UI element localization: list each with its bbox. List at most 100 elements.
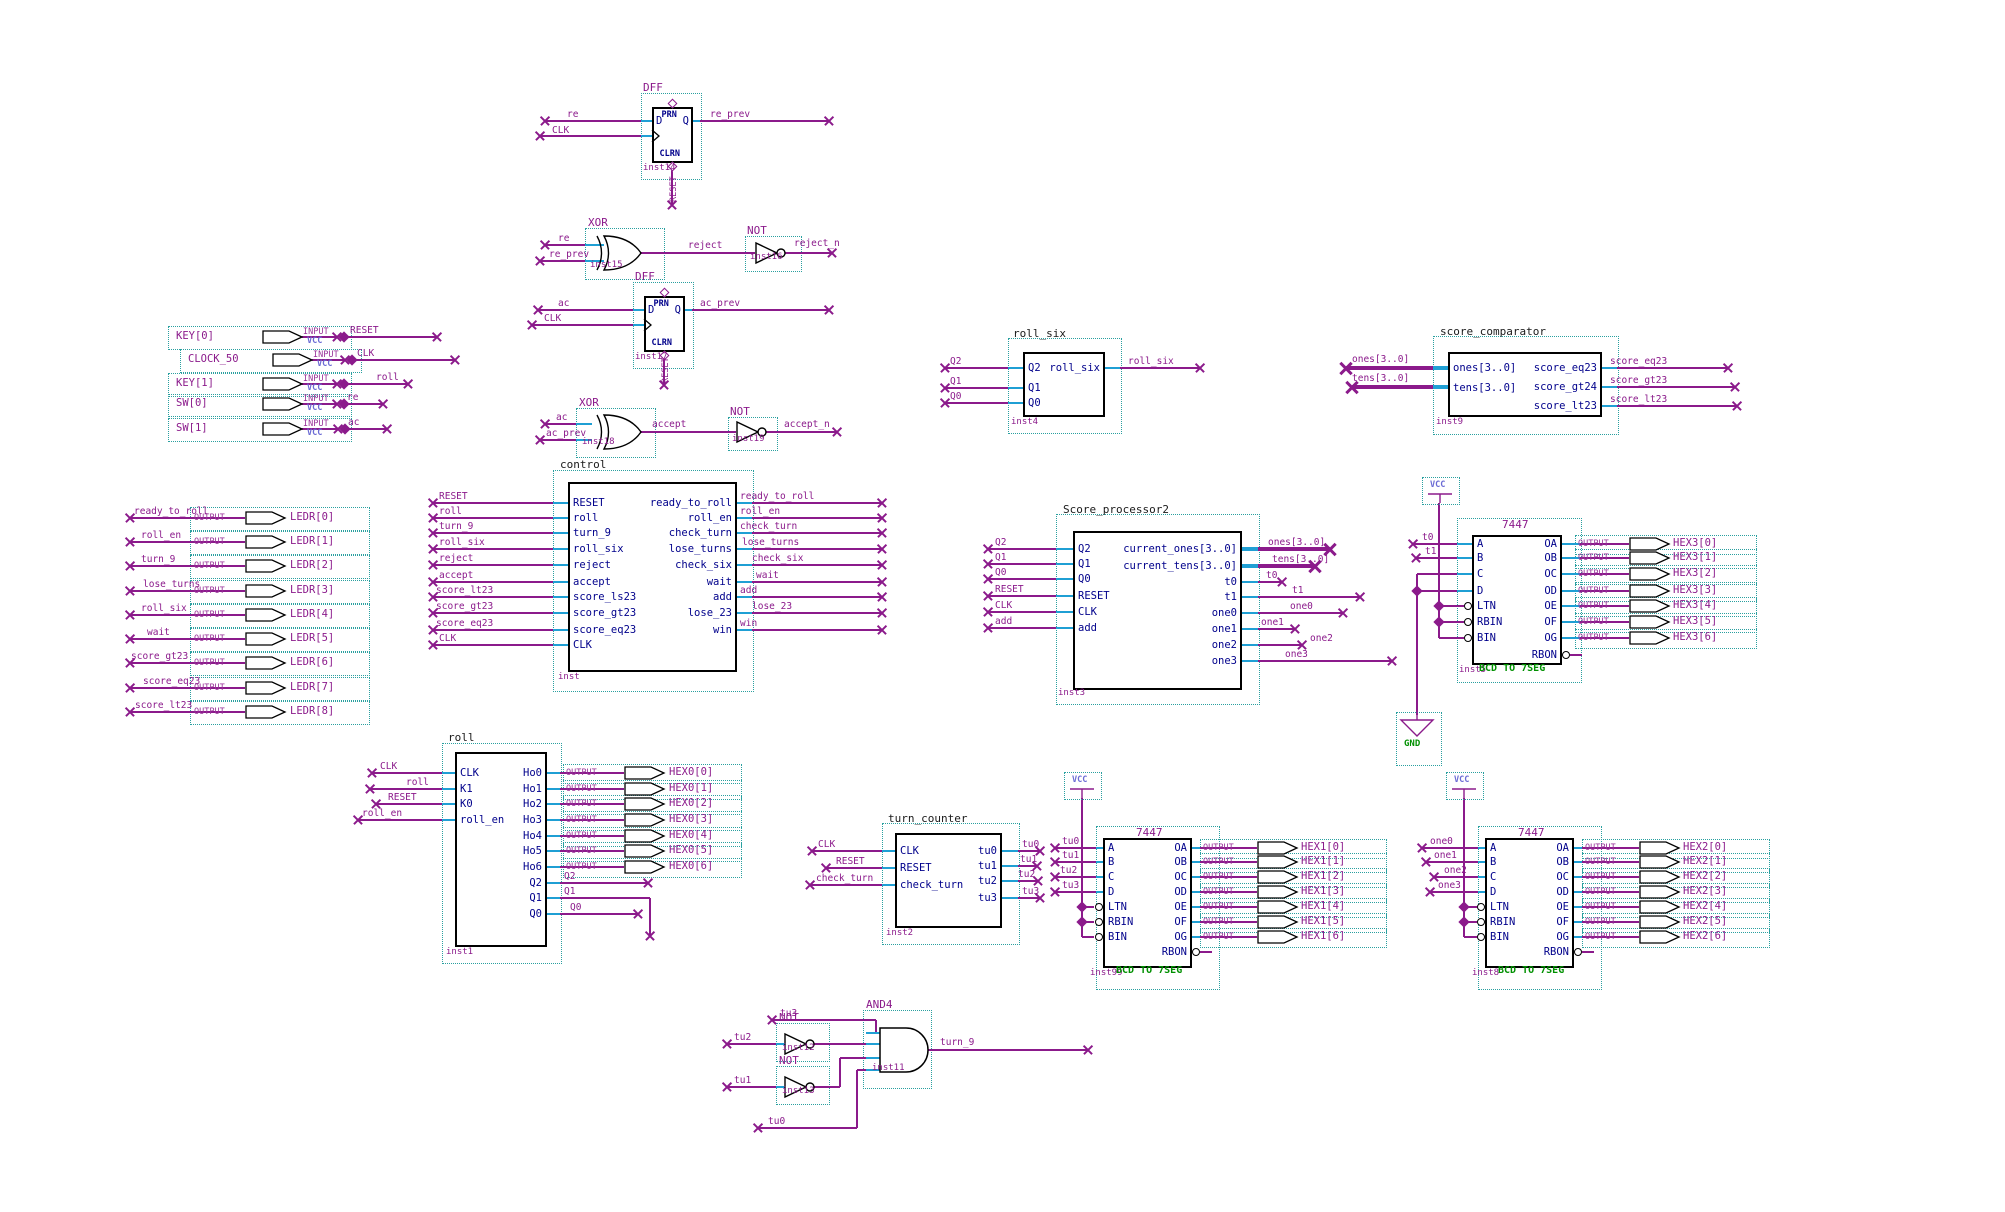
signal-wire[interactable] — [553, 629, 568, 631]
signal-wire[interactable] — [1457, 557, 1472, 559]
signal-wire[interactable] — [633, 324, 644, 326]
signal-wire[interactable] — [547, 819, 560, 821]
signal-wire[interactable] — [1580, 543, 1629, 545]
not-gate-icon[interactable] — [784, 1075, 818, 1099]
output-pin-arrow-icon[interactable] — [1639, 885, 1681, 899]
signal-wire[interactable] — [1602, 405, 1617, 407]
signal-wire[interactable] — [1617, 367, 1728, 369]
signal-wire[interactable] — [560, 913, 638, 915]
signal-wire[interactable] — [737, 581, 752, 583]
signal-wire[interactable] — [560, 882, 648, 884]
output-pin-arrow-icon[interactable] — [245, 535, 287, 549]
signal-wire[interactable] — [370, 788, 442, 790]
signal-wire[interactable] — [988, 548, 1056, 550]
signal-wire[interactable] — [1416, 574, 1418, 715]
signal-wire[interactable] — [1242, 596, 1258, 598]
not-gate-icon[interactable] — [755, 241, 789, 265]
input-pin-arrow-icon[interactable] — [262, 377, 304, 391]
signal-wire[interactable] — [1582, 951, 1594, 953]
signal-wire[interactable] — [433, 581, 553, 583]
signal-wire[interactable] — [772, 1019, 876, 1021]
block-roll-six[interactable] — [1023, 352, 1105, 417]
signal-wire[interactable] — [1008, 367, 1023, 369]
output-pin-arrow-icon[interactable] — [1639, 900, 1681, 914]
signal-wire[interactable] — [130, 687, 245, 689]
signal-wire[interactable] — [1574, 891, 1582, 893]
signal-wire[interactable] — [1200, 861, 1257, 863]
signal-wire[interactable] — [693, 120, 700, 122]
signal-wire[interactable] — [758, 1127, 857, 1129]
signal-wire[interactable] — [1082, 921, 1094, 923]
signal-wire[interactable] — [1562, 557, 1580, 559]
signal-wire[interactable] — [1478, 861, 1485, 863]
signal-wire[interactable] — [1120, 367, 1200, 369]
output-pin-arrow-icon[interactable] — [1629, 551, 1671, 565]
output-pin-arrow-icon[interactable] — [245, 584, 287, 598]
signal-wire[interactable] — [547, 866, 560, 868]
signal-wire[interactable] — [839, 1058, 841, 1087]
signal-wire[interactable] — [540, 260, 585, 262]
signal-wire[interactable] — [553, 517, 568, 519]
signal-wire[interactable] — [547, 897, 560, 899]
signal-wire[interactable] — [1192, 861, 1200, 863]
signal-wire[interactable] — [442, 772, 455, 774]
signal-wire[interactable] — [532, 324, 633, 326]
signal-wire[interactable] — [1434, 876, 1478, 878]
signal-wire[interactable] — [560, 803, 624, 805]
signal-wire[interactable] — [1580, 637, 1629, 639]
signal-wire[interactable] — [433, 596, 553, 598]
signal-wire[interactable] — [130, 565, 245, 567]
signal-wire[interactable] — [553, 502, 568, 504]
output-pin-arrow-icon[interactable] — [1257, 930, 1299, 944]
signal-wire[interactable] — [1258, 596, 1360, 598]
signal-wire[interactable] — [1242, 644, 1258, 646]
signal-wire[interactable] — [1056, 548, 1073, 550]
signal-wire[interactable] — [1082, 936, 1094, 938]
signal-wire[interactable] — [560, 850, 624, 852]
signal-wire[interactable] — [1056, 595, 1073, 597]
signal-wire[interactable] — [1602, 367, 1617, 369]
signal-wire[interactable] — [433, 548, 553, 550]
output-pin-arrow-icon[interactable] — [1629, 599, 1671, 613]
signal-wire[interactable] — [547, 850, 560, 852]
signal-wire[interactable] — [1192, 876, 1200, 878]
signal-wire[interactable] — [1055, 847, 1096, 849]
signal-wire[interactable] — [1438, 503, 1440, 638]
signal-wire[interactable] — [433, 629, 553, 631]
output-pin-arrow-icon[interactable] — [1629, 537, 1671, 551]
signal-wire[interactable] — [1242, 581, 1258, 583]
signal-wire[interactable] — [641, 135, 652, 137]
bus-wire[interactable] — [1242, 547, 1258, 551]
signal-wire[interactable] — [866, 1057, 880, 1059]
signal-wire[interactable] — [727, 1086, 776, 1088]
input-pin-arrow-icon[interactable] — [262, 330, 304, 344]
signal-wire[interactable] — [576, 423, 592, 425]
signal-wire[interactable] — [737, 612, 752, 614]
signal-wire[interactable] — [538, 309, 633, 311]
signal-wire[interactable] — [988, 627, 1056, 629]
output-pin-arrow-icon[interactable] — [1257, 841, 1299, 855]
signal-wire[interactable] — [1617, 405, 1737, 407]
signal-wire[interactable] — [442, 819, 455, 821]
signal-wire[interactable] — [737, 517, 752, 519]
output-pin-arrow-icon[interactable] — [245, 656, 287, 670]
signal-wire[interactable] — [928, 1049, 1088, 1051]
signal-wire[interactable] — [1582, 891, 1639, 893]
signal-wire[interactable] — [344, 336, 437, 338]
signal-wire[interactable] — [547, 913, 560, 915]
signal-wire[interactable] — [1200, 921, 1257, 923]
signal-wire[interactable] — [1413, 543, 1457, 545]
signal-wire[interactable] — [1056, 627, 1073, 629]
signal-wire[interactable] — [1582, 906, 1639, 908]
signal-wire[interactable] — [875, 1020, 877, 1033]
signal-wire[interactable] — [553, 564, 568, 566]
signal-wire[interactable] — [1570, 654, 1582, 656]
output-pin-arrow-icon[interactable] — [1629, 615, 1671, 629]
signal-wire[interactable] — [752, 564, 882, 566]
signal-wire[interactable] — [345, 428, 387, 430]
signal-wire[interactable] — [1008, 387, 1023, 389]
output-pin-arrow-icon[interactable] — [1639, 841, 1681, 855]
signal-wire[interactable] — [1192, 936, 1200, 938]
signal-wire[interactable] — [1580, 590, 1629, 592]
signal-wire[interactable] — [1562, 590, 1580, 592]
